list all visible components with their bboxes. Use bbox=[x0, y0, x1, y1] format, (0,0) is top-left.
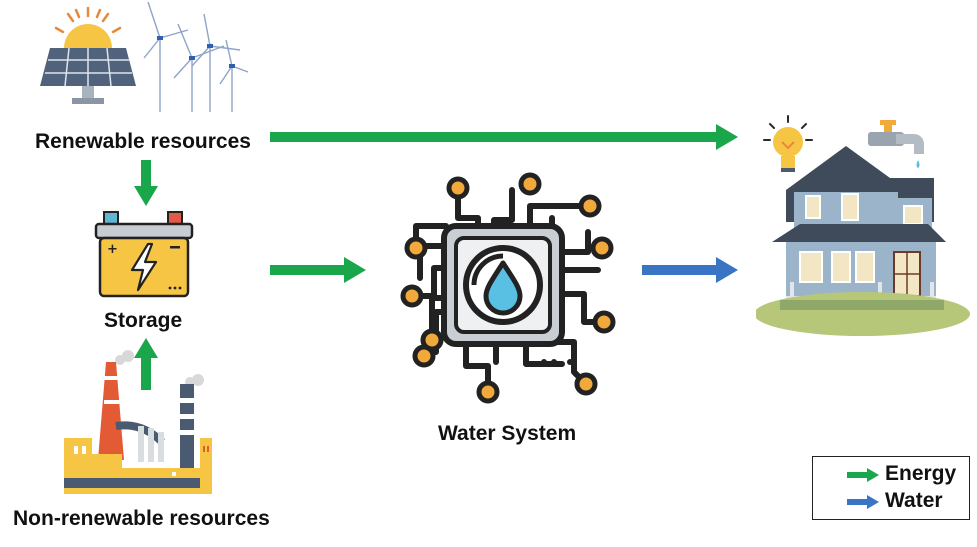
water-system-label: Water System bbox=[438, 422, 577, 445]
legend-label-energy: Energy bbox=[885, 462, 957, 485]
non-renewable-resources-label: Non-renewable resources bbox=[13, 507, 270, 530]
faucet-icon bbox=[868, 120, 924, 168]
legend: Energy Water bbox=[812, 456, 970, 520]
legend-item-energy: Energy bbox=[813, 461, 969, 489]
legend-item-water: Water bbox=[813, 488, 969, 516]
wind-turbine-icon bbox=[140, 0, 250, 114]
energy-legend-arrow bbox=[847, 468, 879, 482]
energy-arrow-non-renewable-to-storage bbox=[134, 338, 158, 390]
legend-label-water: Water bbox=[885, 489, 943, 512]
house-icon bbox=[756, 112, 976, 342]
storage-label: Storage bbox=[104, 309, 183, 332]
lightbulb-icon bbox=[763, 115, 813, 172]
water-legend-arrow bbox=[847, 495, 879, 509]
battery-icon: + bbox=[94, 208, 194, 300]
svg-text:+: + bbox=[107, 242, 118, 257]
renewable-resources-label: Renewable resources bbox=[35, 130, 251, 153]
water-system-chip-icon bbox=[384, 166, 624, 406]
energy-arrow-storage-to-water-system bbox=[270, 257, 368, 283]
solar-panel-icon bbox=[32, 4, 142, 108]
water-arrow-water-system-to-house bbox=[642, 257, 740, 283]
energy-arrow-renewable-to-house bbox=[270, 124, 740, 150]
factory-icon bbox=[62, 342, 212, 500]
energy-arrow-renewable-to-storage bbox=[134, 160, 158, 206]
